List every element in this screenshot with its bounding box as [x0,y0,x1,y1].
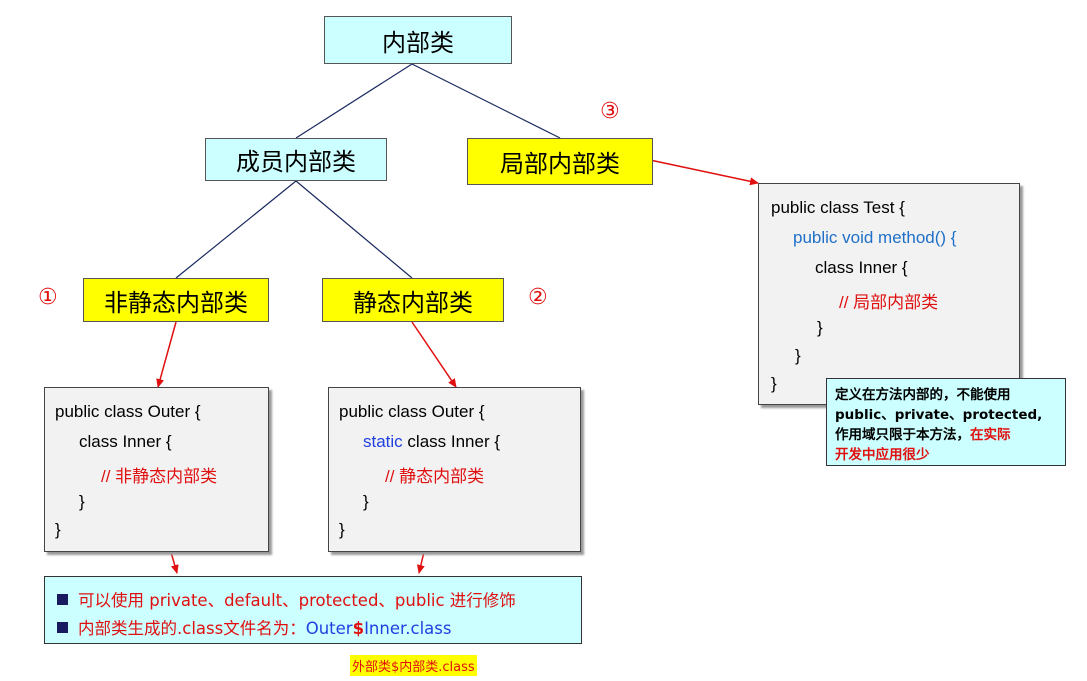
code-line: static class Inner { [363,432,500,452]
arrow-static-code [411,321,457,388]
marker-three: ③ [600,99,620,124]
code-line: } [55,520,61,539]
edge-root-member [295,63,413,139]
static-keyword: static [363,432,403,451]
code-line: class Inner { [79,432,172,451]
code-line: } [771,374,777,393]
node-local-inner-class: 局部内部类 [467,138,653,185]
note-line: public、private、protected, [835,407,1043,423]
code-line: } [795,346,801,365]
info-text: 可以使用 private、default、protected、public 进行… [78,591,516,610]
code-line: class Inner { [815,258,908,277]
code-comment: // 局部内部类 [839,293,939,312]
info-outer: Outer [305,619,353,638]
info-text: 内部类生成的.class文件名为： [78,619,306,638]
node-member-inner-class: 成员内部类 [205,138,387,181]
modifier-info-box: 可以使用 private、default、protected、public 进行… [44,576,582,644]
edge-member-static [295,180,413,279]
code-local: public class Test { public void method()… [758,183,1020,405]
info-dollar: $ [352,619,365,638]
code-method-line: public void method() { [793,228,957,247]
arrow-nonstatic-code [156,321,177,388]
local-class-note: 定义在方法内部的，不能使用 public、private、protected, … [826,378,1066,466]
edge-member-nonstatic [175,180,297,279]
code-line: } [363,492,369,511]
note-line: 开发中应用很少 [835,447,930,463]
note-line: 作用域只限于本方法，在实际 [835,425,1057,445]
code-static: public class Outer { static class Inner … [328,387,581,552]
note-line: 定义在方法内部的，不能使用 [835,387,1011,403]
code-line: public class Test { [771,198,905,217]
note-text: 作用域只限于本方法， [835,427,970,443]
arrow-local-code [649,159,759,186]
node-nonstatic-inner-class: 非静态内部类 [83,278,269,322]
info-inner: Inner.class [364,619,452,638]
code-line: } [817,318,823,337]
info-row-modifiers: 可以使用 private、default、protected、public 进行… [57,587,516,611]
node-static-inner-class: 静态内部类 [322,278,504,322]
info-row-classfile: 内部类生成的.class文件名为：Outer$Inner.class [57,615,451,639]
node-inner-class: 内部类 [324,16,512,64]
bullet-icon [57,594,68,605]
code-line: } [79,492,85,511]
code-line: public class Outer { [339,402,485,421]
code-comment: // 静态内部类 [385,467,485,486]
code-nonstatic: public class Outer { class Inner { // 非静… [44,387,269,552]
classfile-caption: 外部类$内部类.class [350,655,477,676]
edge-root-local [411,63,561,139]
note-highlight: 在实际 [970,427,1011,443]
marker-two: ② [528,285,548,310]
code-line: public class Outer { [55,402,201,421]
code-line-text: class Inner { [402,432,501,451]
marker-one: ① [38,285,58,310]
code-comment: // 非静态内部类 [101,467,218,486]
code-line: } [339,520,345,539]
bullet-icon [57,622,68,633]
